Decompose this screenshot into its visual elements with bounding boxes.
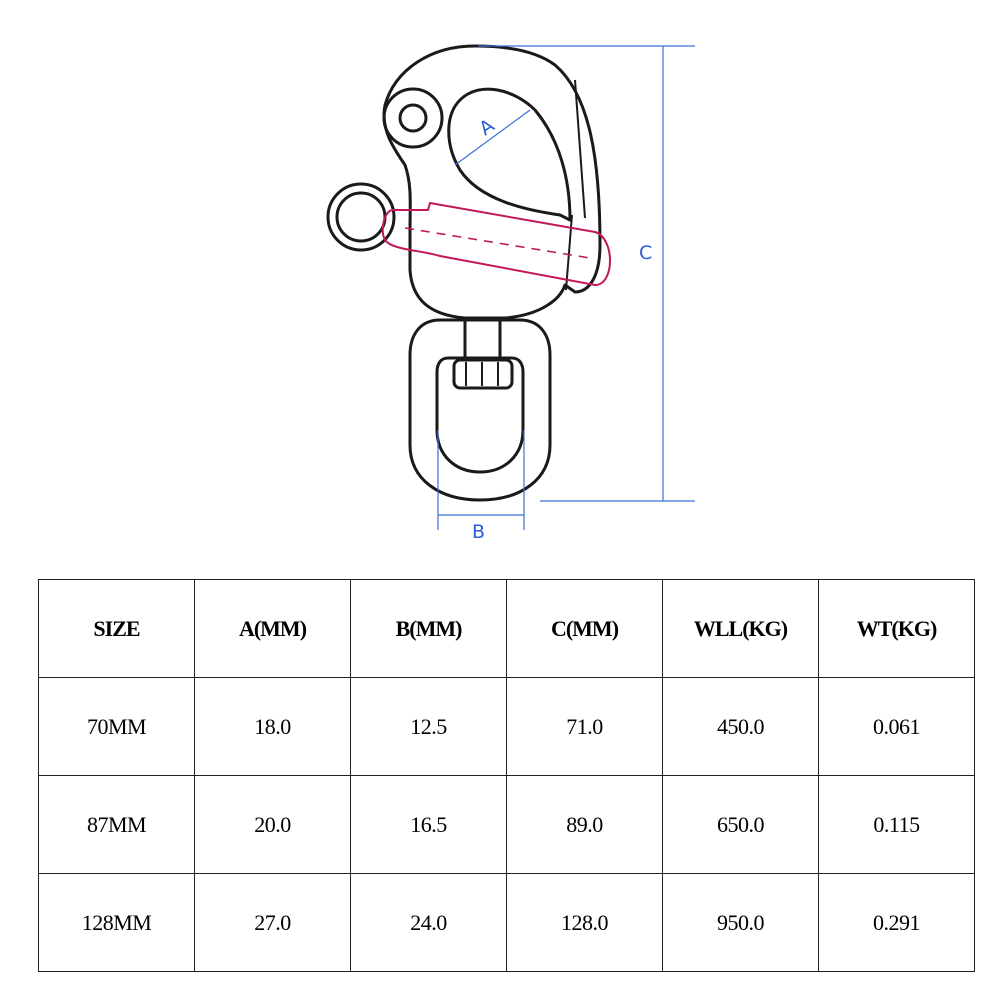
table-row: 87MM 20.0 16.5 89.0 650.0 0.115 [38, 775, 975, 874]
table-cell: 70MM [38, 677, 195, 776]
top-eye-outer [382, 87, 444, 149]
header-a: A(MM) [194, 579, 351, 678]
table-cell: 128.0 [506, 873, 663, 972]
table-cell: 89.0 [506, 775, 663, 874]
table-cell: 650.0 [662, 775, 819, 874]
table-cell: 27.0 [194, 873, 351, 972]
header-wll: WLL(KG) [662, 579, 819, 678]
swivel-barrel [452, 358, 514, 390]
dimension-a-line [454, 109, 531, 166]
swivel-eye-outer [408, 318, 552, 502]
swivel-eye-inner [435, 356, 525, 474]
table-cell: 450.0 [662, 677, 819, 776]
jaw-opening [447, 87, 572, 222]
snap-shackle-diagram: A C B [326, 44, 695, 543]
table-row: 128MM 27.0 24.0 128.0 950.0 0.291 [38, 873, 975, 972]
spec-table: SIZE A(MM) B(MM) C(MM) WLL(KG) WT(KG) 70… [38, 579, 975, 972]
header-size: SIZE [38, 579, 195, 678]
table-cell: 16.5 [350, 775, 507, 874]
table-row: 70MM 18.0 12.5 71.0 450.0 0.061 [38, 677, 975, 776]
swivel-neck [463, 316, 502, 360]
header-c: C(MM) [506, 579, 663, 678]
table-cell: 87MM [38, 775, 195, 874]
table-cell: 24.0 [350, 873, 507, 972]
table-cell: 0.061 [818, 677, 975, 776]
pull-ring-outer [326, 182, 396, 252]
table-cell: 0.115 [818, 775, 975, 874]
table-cell: 950.0 [662, 873, 819, 972]
swivel-barrel-ribs [465, 362, 499, 386]
table-cell: 20.0 [194, 775, 351, 874]
dimension-b-label: B [472, 521, 485, 543]
table-header-row: SIZE A(MM) B(MM) C(MM) WLL(KG) WT(KG) [38, 579, 975, 678]
header-b: B(MM) [350, 579, 507, 678]
top-eye-inner [398, 103, 428, 133]
table-cell: 71.0 [506, 677, 663, 776]
table-cell: 18.0 [194, 677, 351, 776]
pull-ring-inner [335, 191, 387, 243]
table-cell: 128MM [38, 873, 195, 972]
header-wt: WT(KG) [818, 579, 975, 678]
table-cell: 0.291 [818, 873, 975, 972]
dimension-c-label: C [639, 242, 652, 264]
plunger-pin [381, 201, 611, 287]
table-cell: 12.5 [350, 677, 507, 776]
